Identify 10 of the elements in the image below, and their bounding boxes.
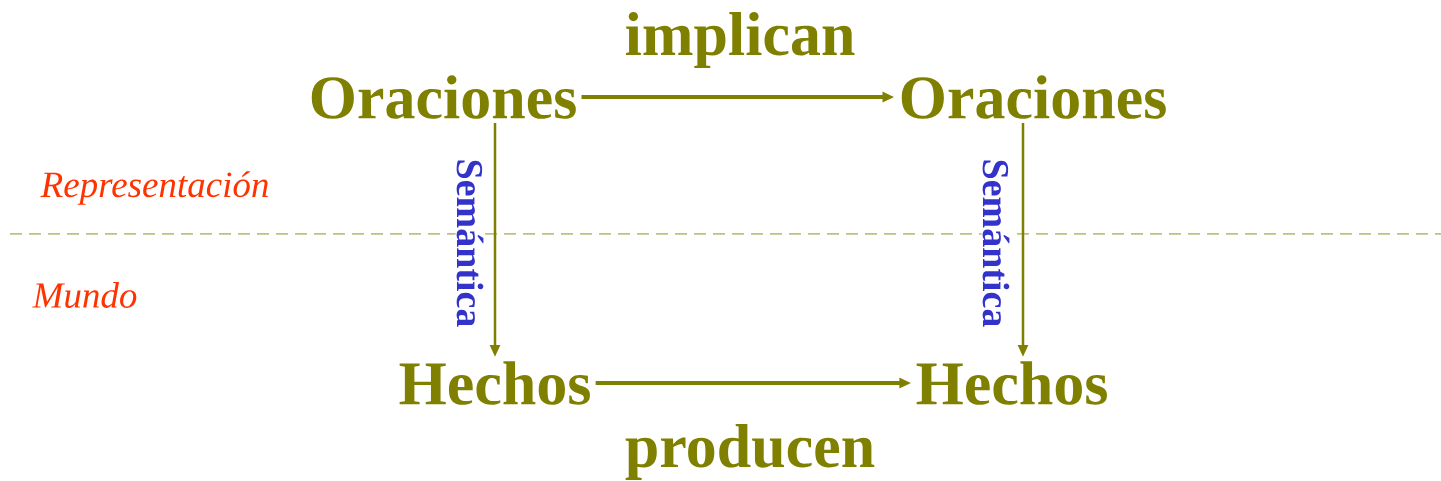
edge-label: Semántica — [981, 157, 1011, 329]
region-label: Mundo — [32, 281, 137, 309]
term: Oraciones — [311, 75, 576, 119]
term: Hechos — [916, 361, 1107, 405]
term: Hechos — [399, 361, 590, 405]
edge-label: producen — [625, 423, 875, 481]
edge-label: Semántica — [455, 157, 485, 329]
term: Oraciones — [901, 75, 1166, 119]
edge-label: implican — [625, 11, 855, 69]
region-label: Representación — [40, 171, 268, 205]
